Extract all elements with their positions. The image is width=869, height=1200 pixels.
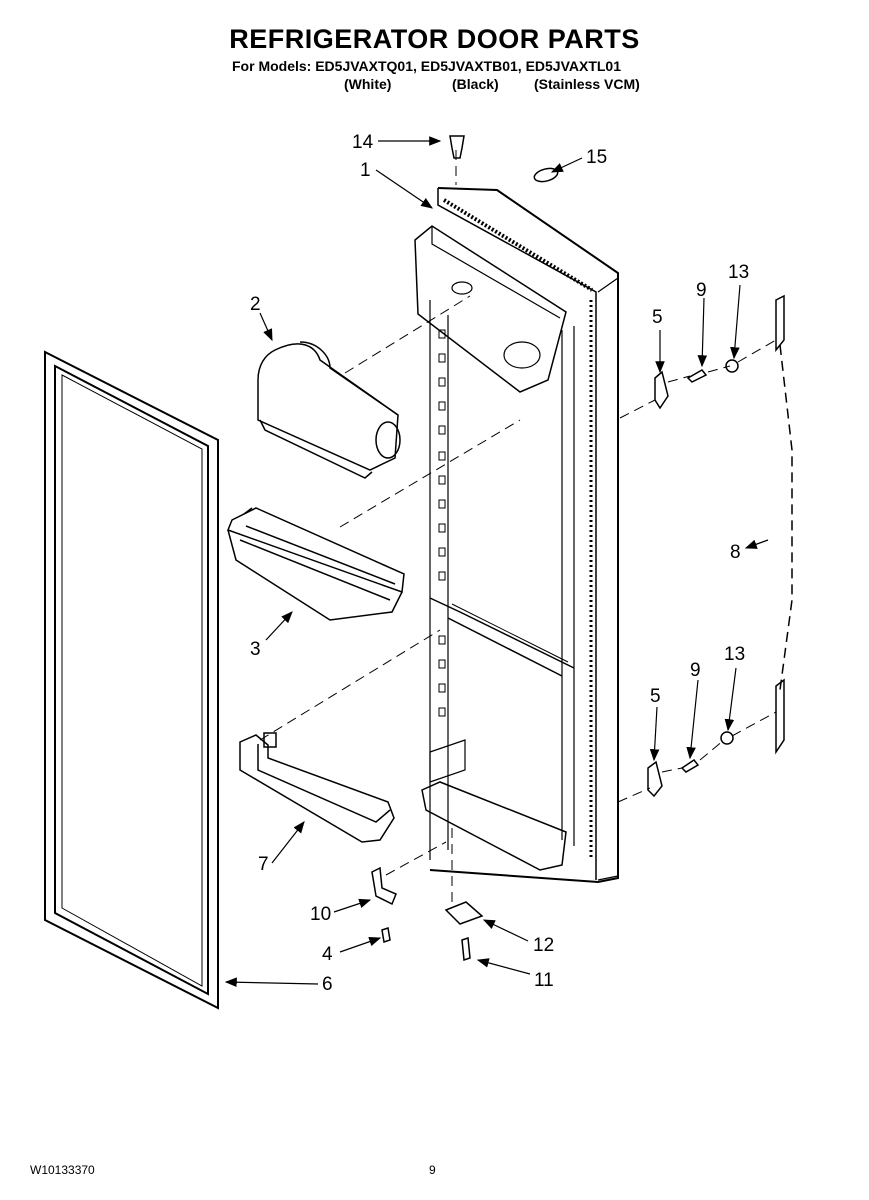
- lower-hinge-hardware: [647, 731, 734, 798]
- door-bin: [227, 507, 405, 621]
- callout-13-lower: 13: [724, 644, 745, 665]
- small-hardware: [371, 135, 559, 962]
- leader-arrows: [224, 136, 769, 988]
- page-number: 9: [429, 1163, 436, 1177]
- callout-14: 14: [352, 132, 374, 153]
- variant-stainless: (Stainless VCM): [534, 76, 640, 92]
- dairy-bin: [257, 341, 401, 479]
- door-handle: [775, 294, 793, 755]
- callout-13-upper: 13: [728, 262, 749, 283]
- document-number: W10133370: [30, 1163, 95, 1177]
- assembly-lines: [259, 150, 777, 906]
- callout-9-upper: 9: [696, 280, 707, 301]
- callout-8: 8: [730, 542, 741, 563]
- callout-15: 15: [586, 147, 607, 168]
- callout-4: 4: [322, 944, 333, 965]
- callout-5-lower: 5: [650, 686, 661, 707]
- callout-3: 3: [250, 639, 261, 660]
- variant-white: (White): [344, 76, 392, 92]
- callout-12: 12: [533, 935, 554, 956]
- door-liner: [414, 187, 619, 884]
- callout-1: 1: [360, 160, 371, 181]
- models-line: For Models: ED5JVAXTQ01, ED5JVAXTB01, ED…: [232, 58, 622, 74]
- callout-2: 2: [250, 294, 261, 315]
- variant-black: (Black): [452, 76, 499, 92]
- callout-9-lower: 9: [690, 660, 701, 681]
- lower-door-bin: [239, 732, 395, 843]
- callout-11: 11: [534, 970, 554, 991]
- callout-7: 7: [258, 854, 269, 875]
- callout-10: 10: [310, 904, 331, 925]
- door-gasket: [44, 350, 219, 1010]
- callout-5-upper: 5: [652, 307, 663, 328]
- callout-6: 6: [322, 974, 333, 995]
- page-title: REFRIGERATOR DOOR PARTS: [229, 24, 640, 54]
